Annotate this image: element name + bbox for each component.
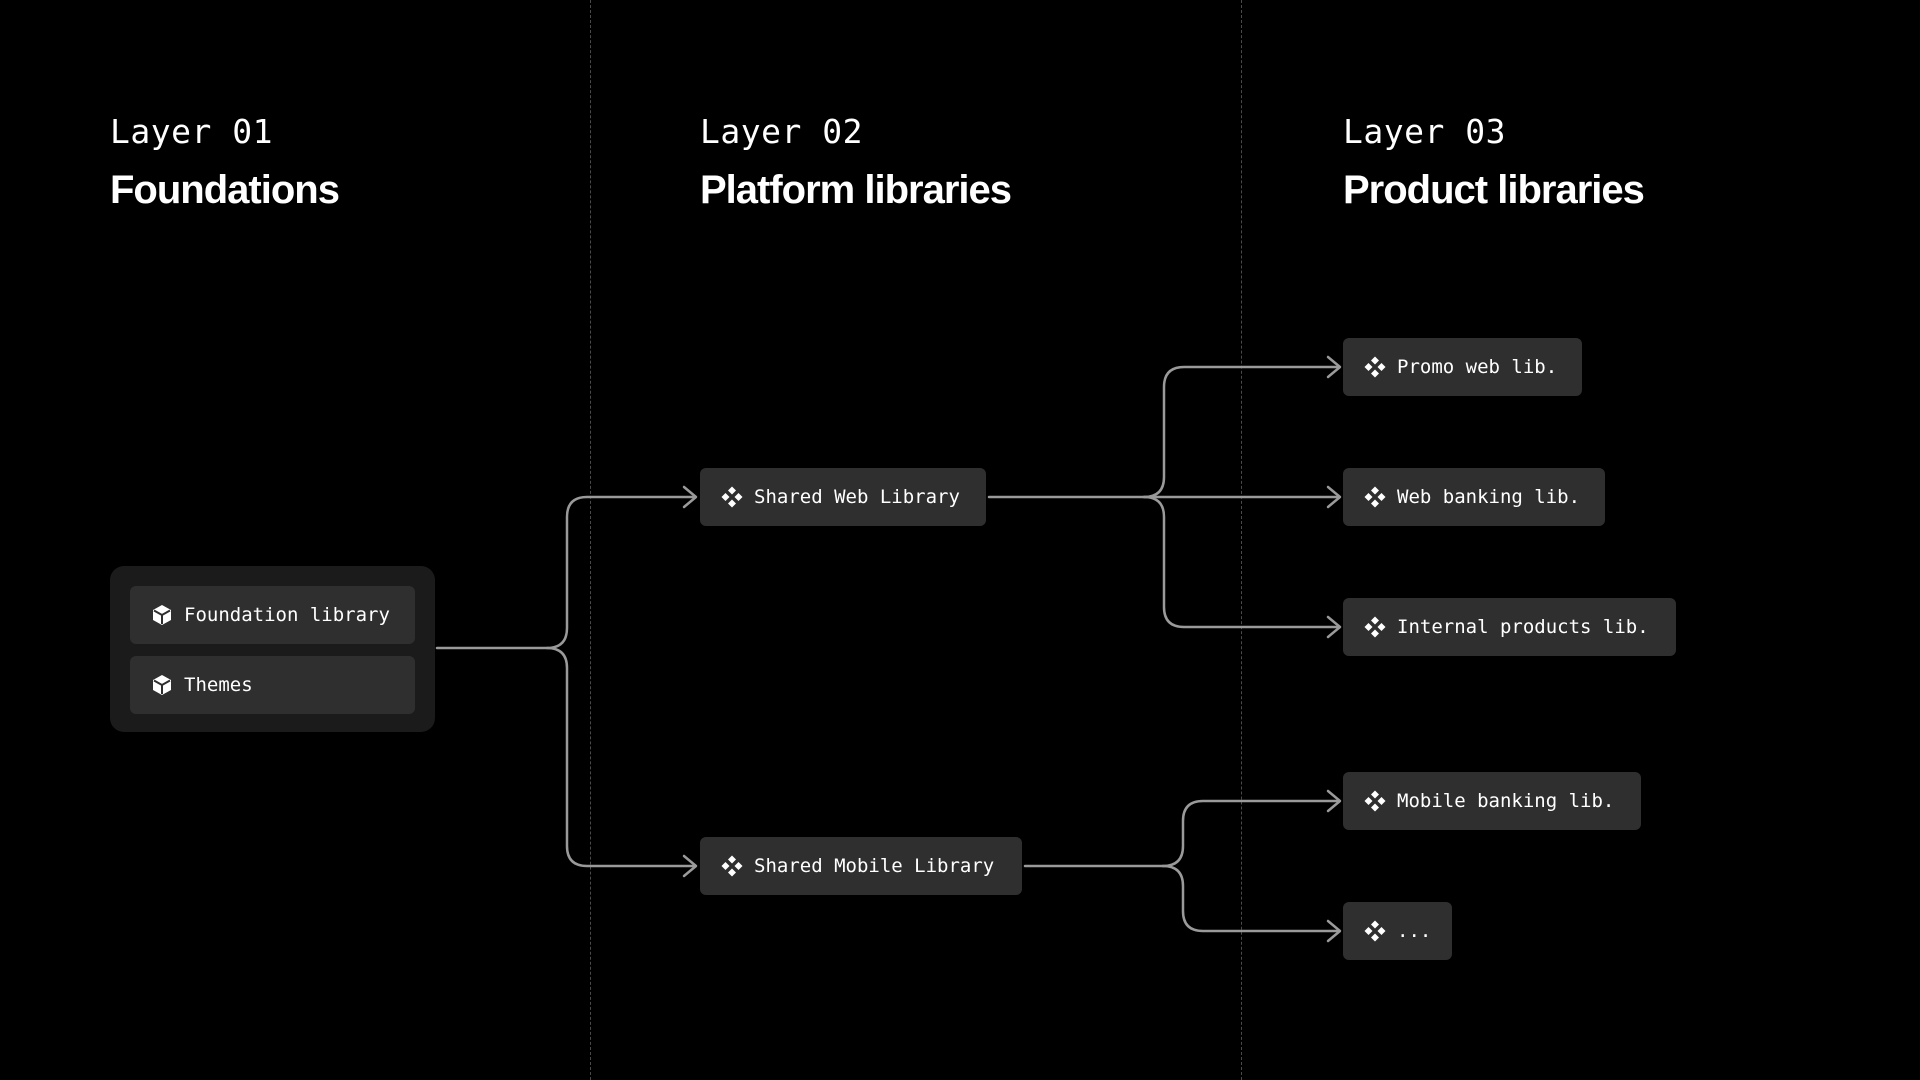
- connector-foundations-mobile: [545, 646, 696, 868]
- component-icon: [1363, 485, 1387, 509]
- connector-web-internal: [1142, 495, 1340, 629]
- layer-header-foundations: Layer 01 Foundations: [110, 112, 340, 214]
- foundations-group: Foundation library Themes: [110, 566, 435, 732]
- node-label: Promo web lib.: [1397, 356, 1558, 378]
- node-label: Shared Web Library: [754, 486, 960, 508]
- layer-header-products: Layer 03 Product libraries: [1343, 112, 1645, 214]
- promo-web-lib-node[interactable]: Promo web lib.: [1343, 338, 1582, 396]
- node-label: Foundation library: [184, 604, 390, 626]
- connector-mobile-banking: [1161, 799, 1340, 868]
- node-label: Web banking lib.: [1397, 486, 1581, 508]
- component-icon: [720, 485, 744, 509]
- connector-mobile-more: [1161, 864, 1340, 933]
- arrowhead: [1326, 485, 1342, 509]
- connector-foundations-web: [435, 495, 696, 650]
- component-icon: [1363, 355, 1387, 379]
- cube-icon: [150, 673, 174, 697]
- more-libs-node[interactable]: ...: [1343, 902, 1452, 960]
- node-label: Shared Mobile Library: [754, 855, 995, 877]
- internal-products-lib-node[interactable]: Internal products lib.: [1343, 598, 1676, 656]
- foundation-library-node[interactable]: Foundation library: [130, 586, 415, 644]
- layer-title: Foundations: [110, 168, 340, 212]
- shared-web-library-node[interactable]: Shared Web Library: [700, 468, 986, 526]
- cube-icon: [150, 603, 174, 627]
- node-label: ...: [1397, 920, 1432, 942]
- connector-web-promo: [1142, 365, 1340, 499]
- themes-node[interactable]: Themes: [130, 656, 415, 714]
- arrowhead: [682, 854, 698, 878]
- web-banking-lib-node[interactable]: Web banking lib.: [1343, 468, 1605, 526]
- layer-divider-1: [590, 0, 591, 1080]
- component-icon: [1363, 615, 1387, 639]
- component-icon: [1363, 789, 1387, 813]
- arrowhead: [1326, 355, 1342, 379]
- arrowhead: [1326, 789, 1342, 813]
- arrowhead: [1326, 919, 1342, 943]
- layer-divider-2: [1241, 0, 1242, 1080]
- node-label: Internal products lib.: [1397, 616, 1649, 638]
- component-icon: [1363, 919, 1387, 943]
- arrowhead: [1326, 615, 1342, 639]
- shared-mobile-library-node[interactable]: Shared Mobile Library: [700, 837, 1022, 895]
- layer-kicker: Layer 03: [1343, 112, 1506, 151]
- layer-title: Product libraries: [1343, 168, 1645, 212]
- node-label: Themes: [184, 674, 253, 696]
- arrowhead: [682, 485, 698, 509]
- mobile-banking-lib-node[interactable]: Mobile banking lib.: [1343, 772, 1641, 830]
- layer-kicker: Layer 01: [110, 112, 273, 151]
- layer-title: Platform libraries: [700, 168, 1012, 212]
- layer-header-platform: Layer 02 Platform libraries: [700, 112, 1012, 214]
- node-label: Mobile banking lib.: [1397, 790, 1615, 812]
- layer-kicker: Layer 02: [700, 112, 863, 151]
- component-icon: [720, 854, 744, 878]
